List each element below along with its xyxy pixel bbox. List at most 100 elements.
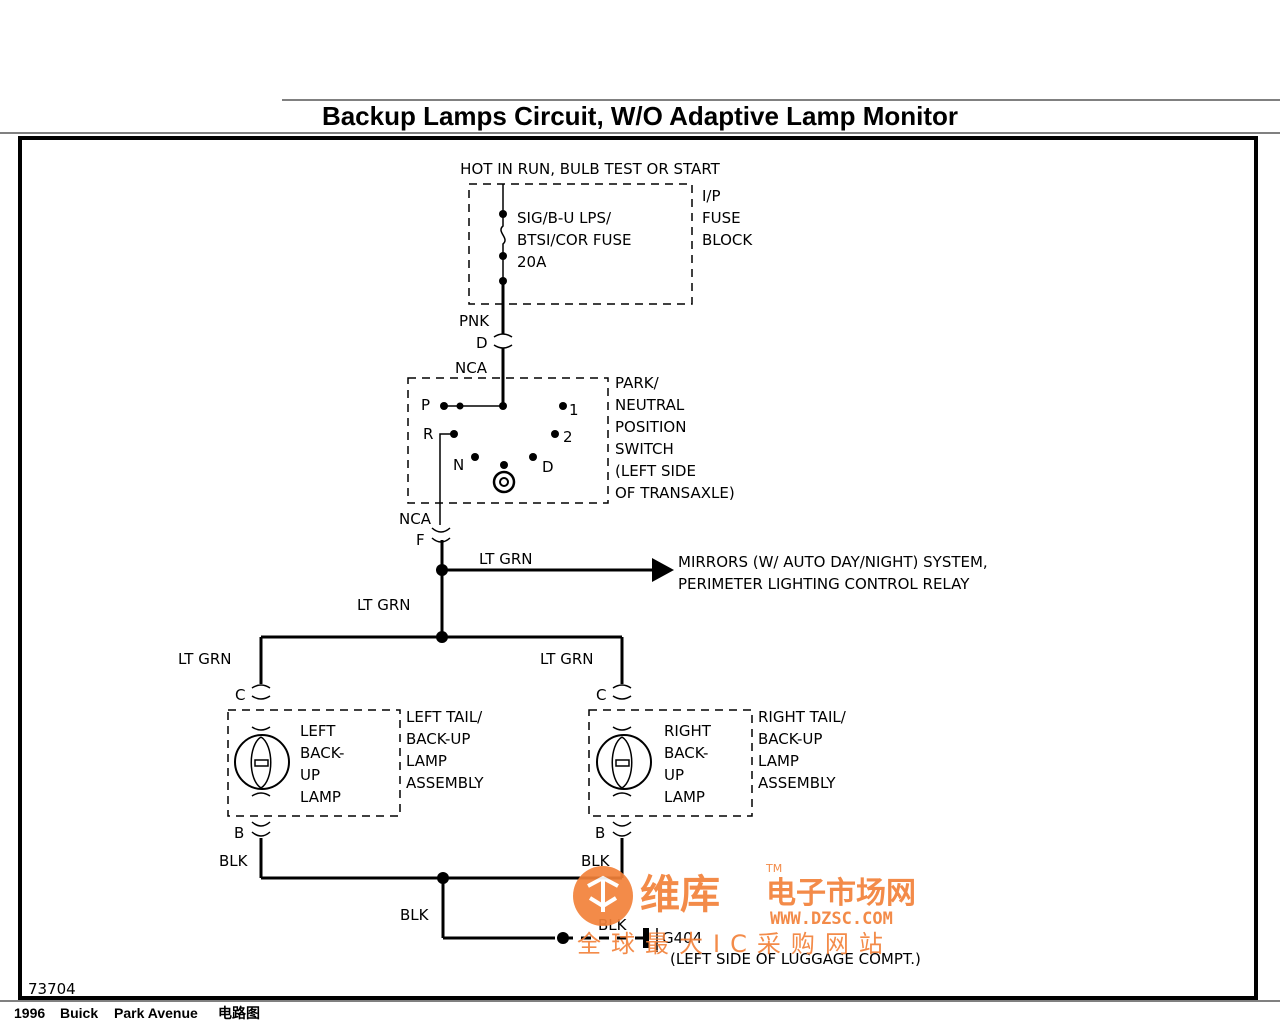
switch-label-5: (LEFT SIDE [615, 462, 696, 480]
fuse-block-label-2: FUSE [702, 209, 741, 227]
footer-make: Buick [60, 1005, 98, 1021]
ground-location: (LEFT SIDE OF LUGGAGE COMPT.) [670, 950, 921, 968]
left-lamp-assembly-box [227, 709, 401, 817]
left-bulb-filament [250, 736, 272, 789]
right-assembly-label-4: ASSEMBLY [758, 774, 836, 792]
switch-pos-n: N [453, 456, 464, 474]
arrow-right-icon [652, 558, 674, 582]
connector-f-label: F [416, 531, 425, 549]
wire-color-pnk: PNK [459, 312, 490, 330]
fuse-name-1: SIG/B-U LPS/ [517, 209, 612, 227]
left-bulb-label-4: LAMP [300, 788, 341, 806]
switch-pos-1: 1 [569, 401, 579, 419]
mirrors-label-1: MIRRORS (W/ AUTO DAY/NIGHT) SYSTEM, [678, 553, 988, 571]
watermark-brand-2: 电子市场网 [766, 876, 916, 911]
ground-terminal-icon [643, 928, 649, 948]
wire-color-blk-right: BLK [581, 852, 611, 870]
wire-color-lt-grn-right: LT GRN [540, 650, 594, 668]
wire-color-lt-grn-main: LT GRN [357, 596, 411, 614]
connector-b-left-label: B [234, 824, 244, 842]
fuse-block-box [468, 183, 693, 305]
connector-c-right-label: C [596, 686, 606, 704]
right-bulb-label-1: RIGHT [664, 722, 712, 740]
right-assembly-label-2: BACK-UP [758, 730, 822, 748]
right-bulb-label-3: UP [664, 766, 684, 784]
right-lamp-connector-inner [612, 726, 632, 731]
watermark: 维库 电子市场网 TM WWW.DZSC.COM 全球最大IC采购网站 [573, 862, 916, 958]
left-assembly-label-3: LAMP [406, 752, 447, 770]
switch-pos-r: R [423, 425, 433, 443]
mirrors-label-2: PERIMETER LIGHTING CONTROL RELAY [678, 575, 970, 593]
wire-color-lt-grn-left: LT GRN [178, 650, 232, 668]
switch-label-4: SWITCH [615, 440, 674, 458]
switch-rotor-icon [492, 470, 516, 494]
left-bulb-label-2: BACK- [300, 744, 344, 762]
fuse-symbol [500, 214, 506, 256]
wire-color-blk-ground: BLK [400, 906, 430, 924]
switch-node-common [499, 402, 507, 410]
footer-year: 1996 [14, 1005, 45, 1021]
right-lamp-connector-lower [612, 792, 632, 797]
footer-type: 电路图 [218, 1005, 260, 1021]
switch-node-1 [559, 402, 567, 410]
right-assembly-label-1: RIGHT TAIL/ [758, 708, 847, 726]
diagram-id: 73704 [28, 980, 76, 998]
right-bulb-icon [596, 734, 652, 790]
page-title: Backup Lamps Circuit, W/O Adaptive Lamp … [322, 101, 958, 131]
left-bulb-icon [234, 734, 290, 790]
right-bulb-filament [611, 736, 633, 789]
watermark-tm: TM [765, 862, 782, 875]
wire-color-blk-left: BLK [219, 852, 249, 870]
connector-c-left-label: C [235, 686, 245, 704]
fuse-name-2: BTSI/COR FUSE [517, 231, 632, 249]
connector-nca-top: NCA [455, 359, 488, 377]
ground-id: G404 [662, 929, 702, 947]
connector-b-left-symbol [251, 821, 271, 837]
connector-b-right-symbol [612, 821, 632, 837]
switch-label-2: NEUTRAL [615, 396, 685, 414]
switch-rotor-center [499, 477, 509, 487]
switch-label-6: OF TRANSAXLE) [615, 484, 735, 502]
ground-node [557, 932, 569, 944]
switch-node-d [529, 453, 537, 461]
connector-b-right-label: B [595, 824, 605, 842]
left-assembly-label-4: ASSEMBLY [406, 774, 484, 792]
left-assembly-label-2: BACK-UP [406, 730, 470, 748]
pnp-switch-box [407, 377, 609, 504]
diagram-frame [18, 136, 1258, 1000]
fuse-block-label-3: BLOCK [702, 231, 753, 249]
switch-node-p [440, 402, 448, 410]
switch-node-p2 [456, 402, 464, 410]
watermark-slogan: 全球最大IC采购网站 [577, 930, 893, 958]
connector-f-symbol [431, 527, 451, 543]
switch-label-1: PARK/ [615, 374, 660, 392]
switch-contact-r [439, 433, 454, 525]
power-source-label: HOT IN RUN, BULB TEST OR START [460, 160, 720, 178]
connector-d-label: D [476, 334, 488, 352]
switch-node-n [471, 453, 479, 461]
connector-d-symbol [493, 333, 513, 349]
fuse-block-label-1: I/P [702, 187, 721, 205]
left-bulb-label-1: LEFT [300, 722, 336, 740]
right-bulb-label-4: LAMP [664, 788, 705, 806]
watermark-url: WWW.DZSC.COM [770, 909, 893, 929]
left-assembly-label-1: LEFT TAIL/ [406, 708, 483, 726]
fuse-rating: 20A [517, 253, 547, 271]
switch-pivot [500, 461, 508, 469]
left-lamp-connector-lower [251, 792, 271, 797]
switch-node-2 [551, 430, 559, 438]
left-lamp-connector-inner [251, 726, 271, 731]
switch-pos-p: P [421, 396, 430, 414]
right-assembly-label-3: LAMP [758, 752, 799, 770]
watermark-logo-mark [587, 875, 619, 912]
connector-nca-bottom: NCA [399, 510, 432, 528]
right-lamp-assembly-box [588, 709, 753, 817]
footer-model: Park Avenue [114, 1005, 198, 1021]
right-bulb-label-2: BACK- [664, 744, 708, 762]
wire-color-lt-grn-branch: LT GRN [479, 550, 533, 568]
watermark-brand: 维库 [640, 872, 720, 918]
connector-c-left-symbol [251, 684, 271, 700]
switch-pos-2: 2 [563, 428, 573, 446]
switch-label-3: POSITION [615, 418, 686, 436]
